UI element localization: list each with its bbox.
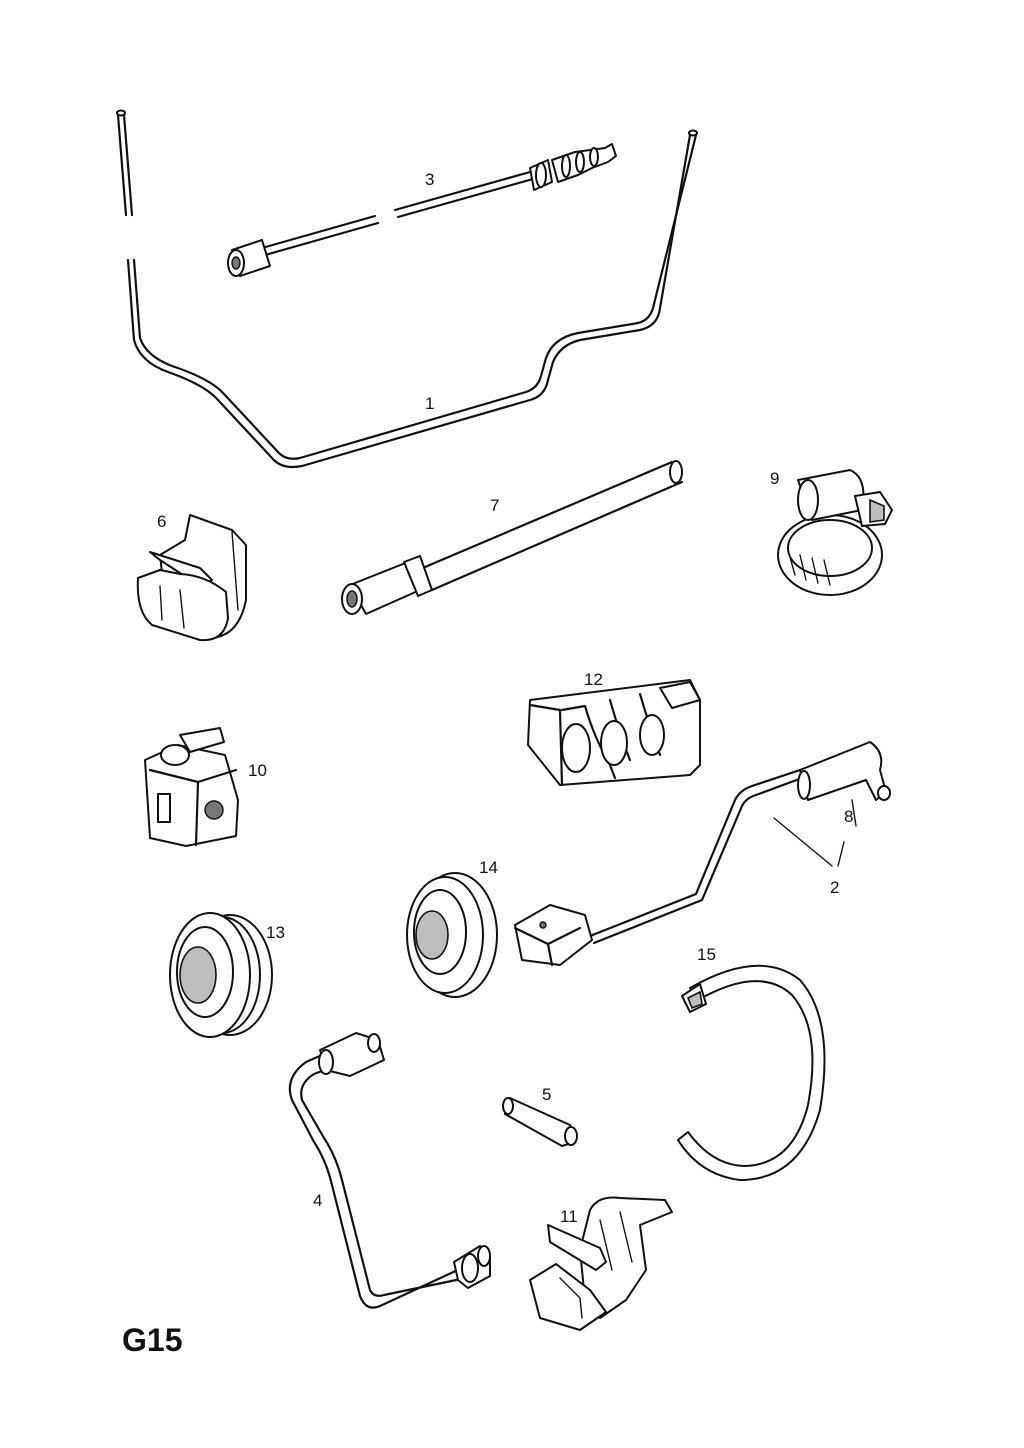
part-11-clip: [529, 1196, 673, 1331]
callout-12: 12: [584, 670, 603, 689]
callout-13: 13: [266, 923, 285, 942]
callout-5: 5: [542, 1085, 552, 1104]
callout-1: 1: [425, 394, 435, 413]
part-6-clip: [136, 514, 247, 642]
part-13-grommet: [169, 912, 273, 1038]
part-5-pin: [502, 1097, 578, 1147]
page-code: G15: [122, 1322, 183, 1358]
callout-8: 8: [844, 807, 854, 826]
callout-3: 3: [425, 170, 435, 189]
callout-9: 9: [770, 469, 780, 488]
callout-15: 15: [697, 945, 716, 964]
part-7-hose: [341, 460, 684, 615]
callout-6: 6: [157, 512, 167, 531]
callout-14: 14: [479, 858, 498, 877]
part-3-rod: [227, 143, 617, 277]
part-4-pipe: [288, 1032, 491, 1309]
part-12-clip: [527, 679, 701, 787]
leader-lines: [773, 799, 857, 867]
callout-10: 10: [248, 761, 267, 780]
part-15-strap: [677, 964, 826, 1181]
part-10-clip: [144, 727, 239, 847]
part-8-hose: [797, 741, 891, 801]
part-9-clamp: [777, 469, 893, 596]
part-1-pipe: [116, 109, 698, 469]
callout-2: 2: [830, 878, 840, 897]
part-14-grommet: [406, 872, 498, 998]
callout-11: 11: [560, 1207, 578, 1226]
callout-4: 4: [313, 1191, 323, 1210]
part-2-pipe: [513, 768, 804, 967]
callout-7: 7: [490, 496, 500, 515]
